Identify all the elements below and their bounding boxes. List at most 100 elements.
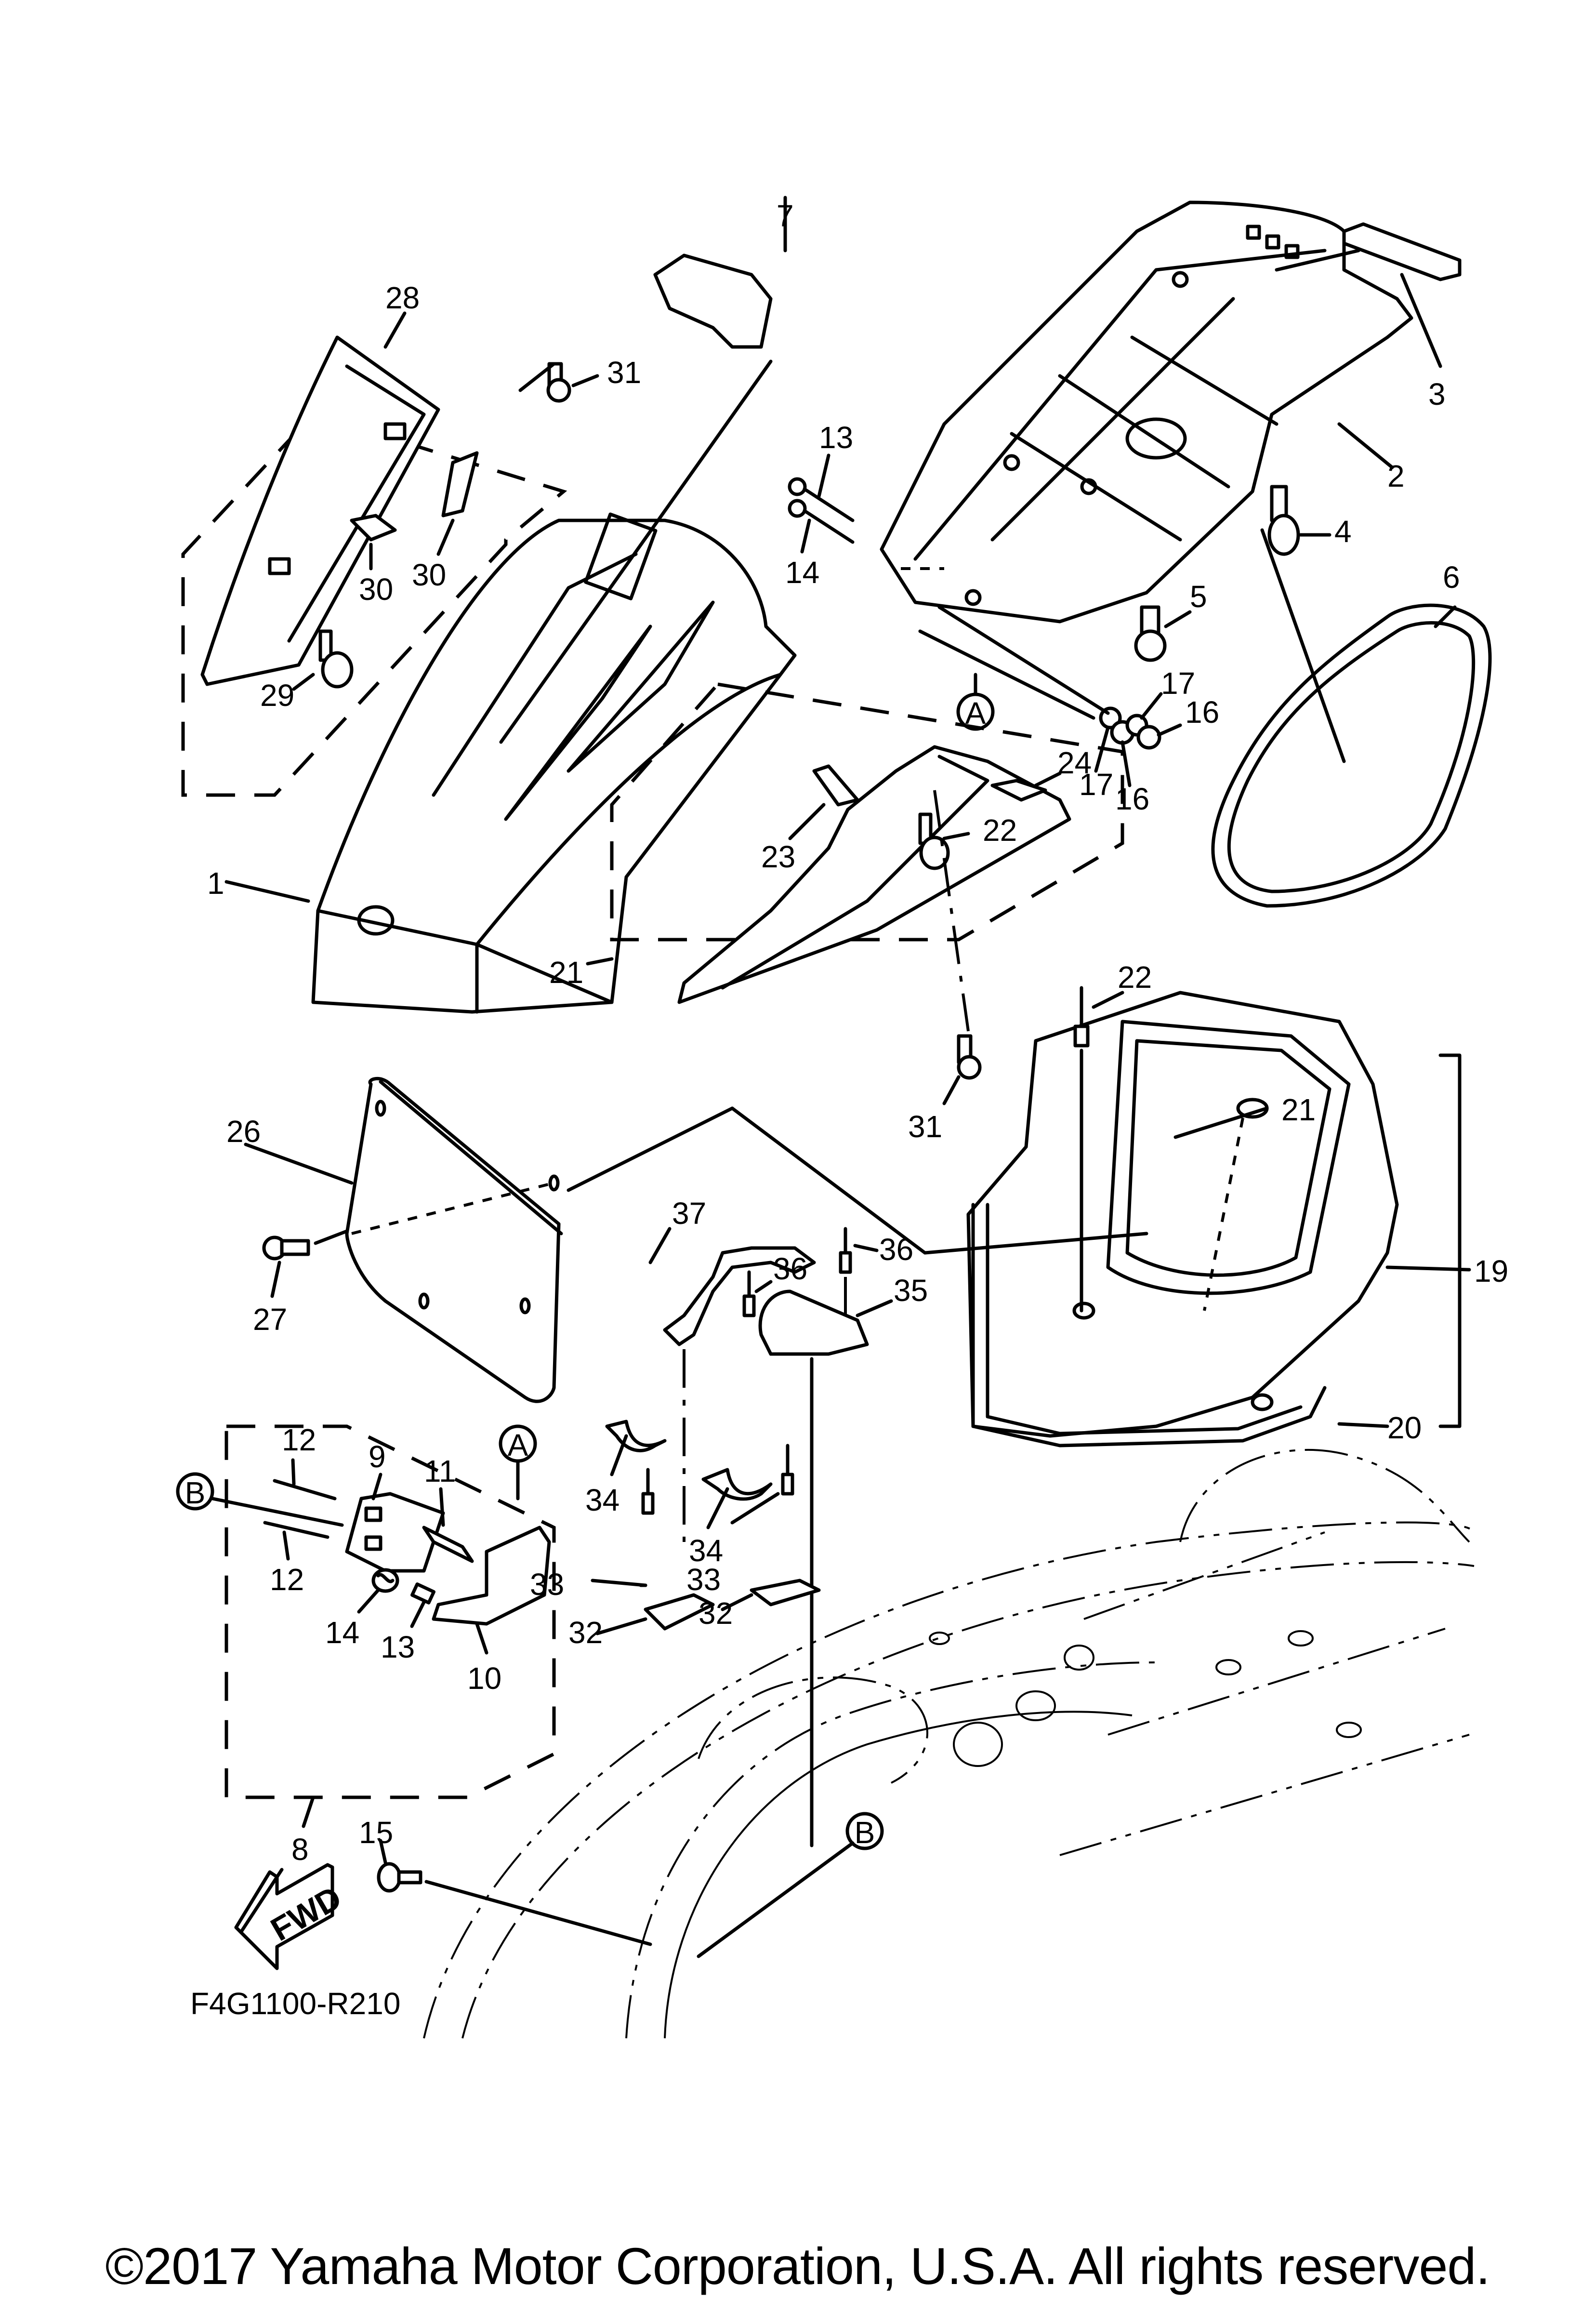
label-24: 27 [253,1302,287,1337]
leader-27a [788,803,826,840]
part-31-screw-lower[interactable] [957,1034,982,1080]
label-21-final: 21 [1281,1092,1316,1127]
part-30-pad-b[interactable] [350,514,397,542]
part-35-cover[interactable] [758,1289,869,1356]
leader-31a [571,374,599,387]
part-34-pad-a[interactable] [605,1420,667,1452]
copyright-notice: ©2017 Yamaha Motor Corporation, U.S.A. A… [105,2237,1490,2295]
part-12-pin-b[interactable] [263,1521,330,1539]
leader-17b [1140,692,1163,720]
label-30b: 30 [359,572,393,607]
leader-5 [1164,610,1192,628]
group-28-boundary [181,412,567,797]
label-11: 11 [424,1454,456,1488]
part-3-strip[interactable] [1342,222,1462,281]
label-35: 35 [894,1273,928,1308]
label-34b: 34 [689,1533,723,1568]
label-10: 10 [467,1661,501,1696]
label-27a: 23 [761,839,795,874]
label-32b: 32 [699,1596,733,1631]
part-16-nut-b[interactable] [1136,725,1161,750]
leader-32b [721,1593,753,1611]
leader-37 [648,1227,672,1264]
part-20-trim[interactable] [971,1203,1327,1448]
part-22-rivet[interactable] [1073,986,1090,1313]
svg-text:B: B [185,1475,206,1510]
leader-2 [1337,422,1394,469]
leader-15b [800,518,811,554]
part-27-pad-a[interactable] [812,764,859,807]
leader-18 [379,1839,387,1864]
part-12-pin-a[interactable] [273,1479,337,1501]
part-36-rivet-b[interactable] [839,1227,852,1320]
part-19-storage-bin[interactable] [966,991,1399,1438]
part-36-rivet-a[interactable] [742,1270,756,1317]
part-24-screw[interactable] [262,1235,310,1261]
leader-15a [817,453,830,498]
part-15-bolt-a[interactable] [788,477,855,522]
label-22: 22 [1118,960,1152,995]
part-4-grommet[interactable] [1267,485,1300,556]
leader-31b [942,1075,961,1105]
label-27b: 24 [1057,745,1092,780]
part-28-cover[interactable] [200,335,440,686]
part-6-seal-ring[interactable] [1211,603,1492,908]
part-14-spring[interactable] [371,1568,399,1593]
label-36b: 36 [879,1232,913,1267]
label-5: 5 [1190,579,1207,614]
label-9: 9 [369,1439,386,1474]
leader-23 [244,1142,354,1185]
part-27-pad-b[interactable] [990,779,1047,802]
part-37-handle-strap[interactable] [663,1246,816,1346]
leader-1 [224,880,310,903]
leader-25 [586,957,614,966]
callout-B-latch: B [176,1472,344,1527]
part-18-screw[interactable] [377,1862,422,1893]
label-23: 26 [226,1114,261,1149]
part-15-bolt-b[interactable] [788,499,855,544]
part-29-grommet[interactable] [318,629,354,689]
label-17b: 17 [1161,666,1195,701]
label-fourteen: 14 [325,1615,359,1650]
part-11-roller[interactable] [422,1526,474,1563]
leader-31a-link [518,362,556,392]
leader-20 [1337,1422,1389,1428]
label-33b-text: 33 [686,1562,721,1597]
leader-23-link2 [730,1106,927,1255]
part-9-latch-plate[interactable] [345,1492,445,1573]
leader-27b [1034,771,1062,787]
leader-3b [1275,249,1360,272]
leader-11 [439,1487,445,1527]
label-29: 29 [260,678,294,713]
leader-23-link3 [923,1232,1148,1255]
label-37: 37 [672,1196,706,1231]
leader-16a [1120,740,1132,787]
part-31-screw-top[interactable] [546,362,571,403]
part-33-rivet-a[interactable] [641,1468,655,1515]
part-7-clip[interactable] [499,253,773,744]
part-30-pad-a[interactable] [441,451,479,518]
part-5-screw[interactable] [1134,605,1167,662]
part-23-access-plate[interactable] [345,1076,563,1403]
part-2-rear-deck[interactable] [880,200,1413,624]
leader-26 [942,832,970,840]
part-1-front-hood[interactable] [311,512,797,1014]
leader-36b [853,1244,879,1252]
label-26: 22 [983,813,1017,848]
leader-35 [856,1299,893,1317]
part-33-rivet-b[interactable] [781,1444,794,1496]
group-8-boundary [224,1424,556,1799]
part-32-bracket-b[interactable] [750,1579,821,1607]
part-13-sleeve[interactable] [410,1582,436,1605]
label-8: 8 [291,1832,309,1867]
part-10-latch-lever[interactable] [432,1526,551,1626]
label-thirteen: 13 [381,1630,415,1664]
part-32-bracket-a[interactable] [644,1593,715,1631]
label-3: 3 [1428,377,1446,412]
part-34-pad-b[interactable] [701,1468,773,1501]
label-17a: 17 [1079,767,1113,802]
label-16a: 16 [1115,782,1149,816]
label-18: 15 [359,1815,393,1850]
leader-34b [706,1487,729,1529]
